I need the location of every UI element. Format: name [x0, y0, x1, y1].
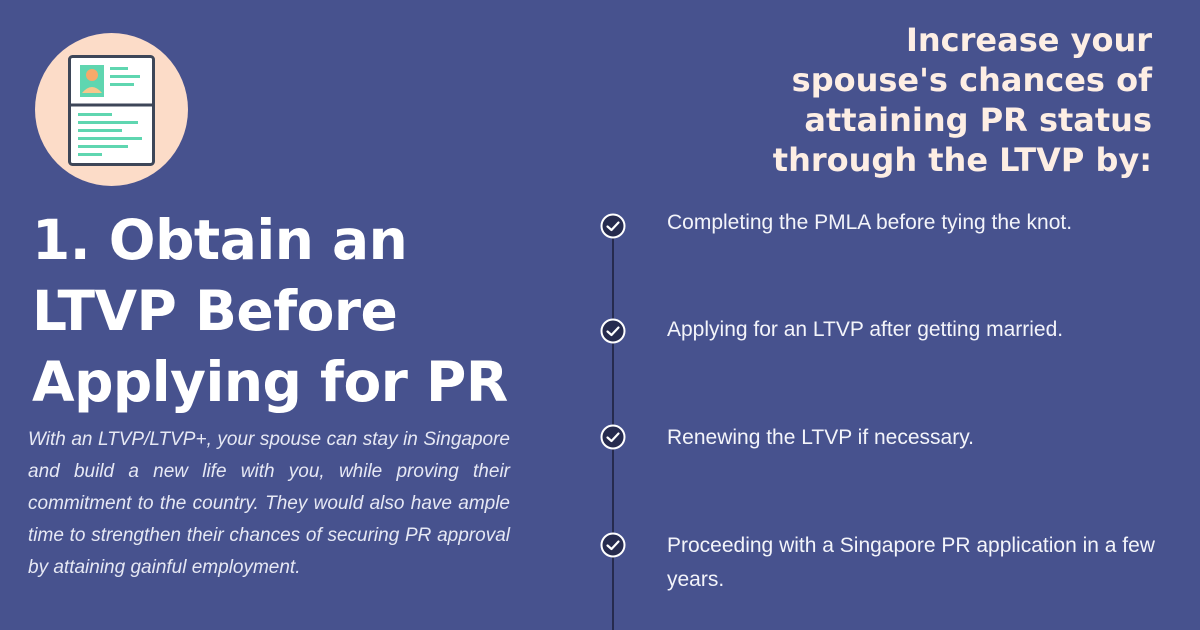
title-line: LTVP Before	[32, 279, 398, 343]
step-item: Proceeding with a Singapore PR applicati…	[667, 534, 1155, 591]
step-item: Applying for an LTVP after getting marri…	[667, 318, 1064, 341]
title-line: 1. Obtain an	[32, 208, 408, 272]
checkmark-circle-icon	[600, 532, 626, 558]
step-item: Renewing the LTVP if necessary.	[667, 426, 974, 449]
headline-line: spouse's chances of	[791, 61, 1152, 99]
checkmark-circle-icon	[600, 318, 626, 344]
headline-line: through the LTVP by:	[772, 141, 1152, 179]
headline-line: Increase your	[905, 21, 1152, 59]
step-item: Completing the PMLA before tying the kno…	[667, 211, 1073, 234]
id-card-icon	[68, 55, 155, 166]
title-line: Applying for PR	[32, 350, 508, 414]
section-headline: Increase your spouse's chances of attain…	[732, 20, 1152, 180]
description-paragraph: With an LTVP/LTVP+, your spouse can stay…	[28, 429, 510, 578]
headline-line: attaining PR status	[804, 101, 1152, 139]
checkmark-circle-icon	[600, 213, 626, 239]
page-title: 1. Obtain an LTVP Before Applying for PR	[32, 205, 552, 418]
checkmark-circle-icon	[600, 424, 626, 450]
